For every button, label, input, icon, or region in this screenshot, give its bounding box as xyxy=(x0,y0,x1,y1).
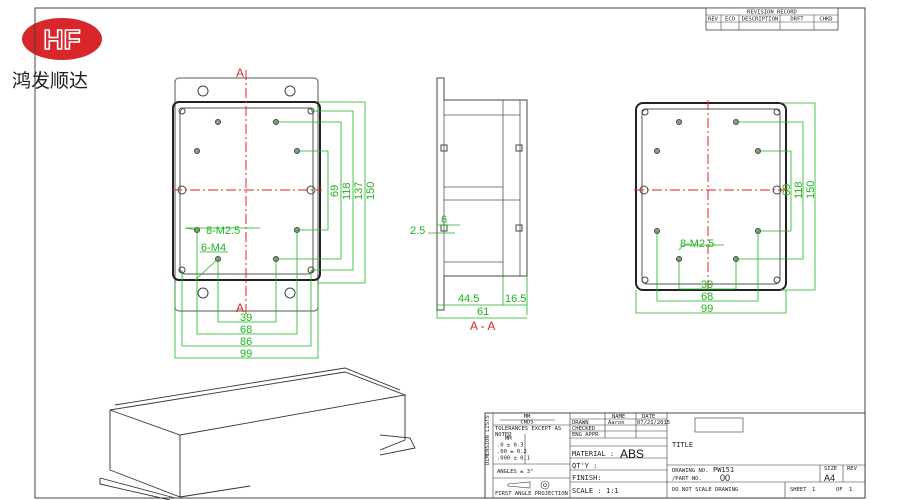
callout-8-m2-5: 8-M2.5 xyxy=(206,225,240,237)
tolerance-unit: MM xyxy=(505,436,512,442)
tolerance-2: .00 ± 0.2 xyxy=(497,449,527,455)
finish-label: FINISH: xyxy=(572,474,602,482)
dim-61: 61 xyxy=(477,306,489,318)
drawing-no: PW151 xyxy=(713,466,734,474)
back-view: 8-M2.5 69 118 150 39 68 99 xyxy=(634,100,817,315)
dim-150: 150 xyxy=(805,181,817,199)
eng-appr-label: ENG APPR xyxy=(572,432,599,438)
date-header: DATE xyxy=(642,414,655,420)
front-view: A A 8-M2.5 6-M4 69 118 137 150 39 68 86 … xyxy=(172,66,377,360)
company-name: 鸿发顺达 xyxy=(12,70,89,92)
dim-39: 39 xyxy=(701,279,713,291)
dim-68: 68 xyxy=(240,324,252,336)
title-block: DIMENSION LISTS MM CNDS TOLERANCES EXCEP… xyxy=(484,412,866,499)
name-header: NAME xyxy=(612,414,625,420)
tolerance-3: .000 ± 0.1 xyxy=(497,456,530,462)
section-title: A - A xyxy=(470,319,495,333)
size-label: SIZE xyxy=(824,466,837,472)
tolerance-1: .0 ± 0.3 xyxy=(497,443,524,449)
dim-69: 69 xyxy=(329,185,341,197)
dim-2-5: 2.5 xyxy=(410,225,425,237)
scale-label: SCALE : xyxy=(572,487,602,495)
isometric-view xyxy=(99,367,416,500)
dim-44-5: 44.5 xyxy=(458,293,479,305)
sheet-value: 1 xyxy=(812,487,815,493)
scale-note: DO NOT SCALE DRAWING xyxy=(672,487,738,493)
units: MM xyxy=(524,414,531,420)
of-label: OF xyxy=(836,487,843,493)
hf-logo-icon: HF xyxy=(22,18,102,60)
rev-label: REV xyxy=(847,466,858,472)
qty-label: QT'Y : xyxy=(572,462,597,470)
projection: FIRST ANGLE PROJECTION xyxy=(495,491,568,497)
size-value: A4 xyxy=(824,473,835,483)
dim-6: 6 xyxy=(441,214,447,226)
revision-title: REVISION RECORD xyxy=(747,10,797,16)
sheet-label: SHEET xyxy=(790,487,807,493)
section-view: 2.5 6 44.5 16.5 61 A - A xyxy=(410,77,528,333)
angles: ANGLES ± 3° xyxy=(497,469,533,475)
dim-118: 118 xyxy=(793,181,805,199)
svg-text:HF: HF xyxy=(43,24,80,55)
col-drft: DRFT xyxy=(790,17,804,23)
material-label: MATERIAL : xyxy=(572,450,614,458)
title-label: TITLE xyxy=(672,441,693,449)
dim-39: 39 xyxy=(240,312,252,324)
title-box xyxy=(694,417,744,433)
units-sub: CNDS xyxy=(520,420,533,426)
dim-16-5: 16.5 xyxy=(505,293,526,305)
section-marker-bottom: A xyxy=(236,301,244,315)
material-value: ABS xyxy=(620,447,644,461)
checked-label: CHECKED xyxy=(572,426,595,432)
drawn-date: 07/21/2015 xyxy=(637,420,670,426)
col-description: DESCRIPTION xyxy=(742,17,778,23)
section-marker-top: A xyxy=(236,66,244,80)
dim-99: 99 xyxy=(240,348,252,360)
dim-69: 69 xyxy=(781,184,793,196)
drawn-name: Aaron xyxy=(608,420,625,426)
dim-150: 150 xyxy=(365,182,377,200)
drawn-label: DRAWN xyxy=(572,420,589,426)
dim-99: 99 xyxy=(701,303,713,315)
dim-118: 118 xyxy=(341,182,353,200)
col-rev: REV xyxy=(708,17,719,23)
drawing-no-label: DRAWING NO. xyxy=(672,468,708,474)
callout-8-m2-5: 8-M2.5 xyxy=(680,238,714,250)
drawing-frame xyxy=(34,7,866,499)
part-no: 00 xyxy=(720,473,730,483)
of-value: 1 xyxy=(849,487,852,493)
scale-value: 1:1 xyxy=(606,487,619,495)
side-label: DIMENSION LISTS xyxy=(485,415,491,465)
col-chkd: CHKD xyxy=(819,17,832,23)
dim-86: 86 xyxy=(240,336,252,348)
callout-6-m4: 6-M4 xyxy=(201,242,226,254)
part-no-label: /PART NO. xyxy=(672,476,702,482)
revision-record-table: REVISION RECORD REV ECO DESCRIPTION DRFT… xyxy=(705,7,839,31)
dim-68: 68 xyxy=(701,291,713,303)
dim-137: 137 xyxy=(353,182,365,200)
projection-symbol-icon xyxy=(507,480,550,490)
col-eco: ECO xyxy=(725,17,735,23)
tolerance-heading: TOLERANCES EXCEPT AS NOTED xyxy=(495,425,562,438)
